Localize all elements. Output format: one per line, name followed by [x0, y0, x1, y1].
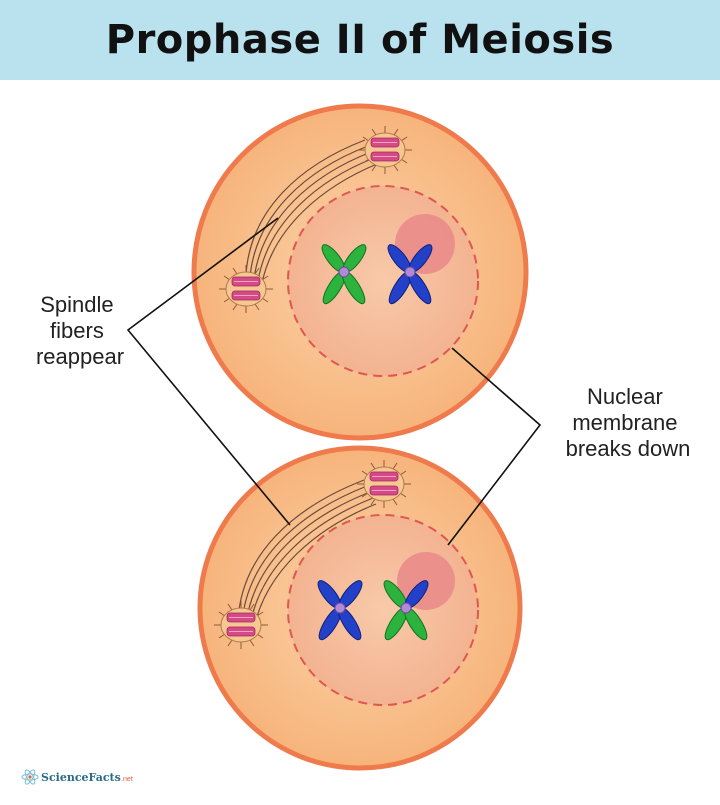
logo-suffix: .net — [121, 776, 133, 783]
cell-top — [191, 103, 529, 441]
title-banner: Prophase II of Meiosis — [0, 0, 720, 80]
label-nuclear-membrane: Nuclear membrane breaks down — [566, 384, 691, 461]
spindle-fibers-top — [245, 139, 378, 284]
spindle-fibers-bottom — [237, 479, 377, 629]
nuclear-membrane-top — [287, 185, 479, 377]
logo-name: ScienceFacts — [41, 771, 121, 784]
label-spindle-fibers: Spindle fibers reappear — [36, 292, 124, 369]
diagram-title: Prophase II of Meiosis — [105, 17, 615, 63]
atom-icon — [21, 769, 39, 785]
sciencefacts-logo: ScienceFacts .net — [21, 769, 133, 785]
cell-bottom — [197, 445, 523, 771]
leader-nuclear — [447, 347, 542, 546]
leader-spindle — [126, 217, 291, 526]
nucleolus-top — [395, 214, 455, 274]
leader-lines — [126, 217, 542, 546]
